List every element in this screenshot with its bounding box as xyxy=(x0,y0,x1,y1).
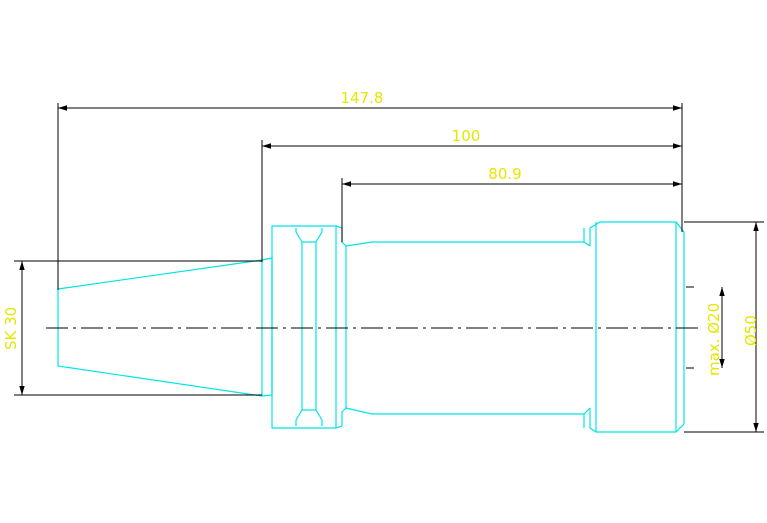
dimension-length-from-flange: 100 xyxy=(261,127,682,262)
clamp-head xyxy=(589,221,685,433)
clamp-head-inner xyxy=(595,222,677,432)
dimension-taper: SK 30 xyxy=(2,260,262,396)
max-clamp-diameter-label: max. Ø20 xyxy=(705,303,723,376)
neck xyxy=(335,225,347,429)
taper-label: SK 30 xyxy=(2,307,20,350)
outer-diameter-label: Ø50 xyxy=(742,315,760,346)
dimension-shank-length: 80.9 xyxy=(341,165,682,242)
taper-step xyxy=(261,257,273,397)
flange-groove xyxy=(295,228,323,426)
shank-length-label: 80.9 xyxy=(488,165,521,183)
dimension-max-clamp-diameter: max. Ø20 xyxy=(686,286,725,376)
dimension-overall-length: 147.8 xyxy=(57,89,683,290)
length-from-flange-label: 100 xyxy=(452,127,481,145)
flange-body xyxy=(271,225,337,429)
shank xyxy=(345,241,591,415)
dimension-outer-diameter: Ø50 xyxy=(684,221,764,433)
part-outline xyxy=(57,221,685,433)
overall-length-label: 147.8 xyxy=(341,89,384,107)
shank-end-lines xyxy=(345,228,585,428)
